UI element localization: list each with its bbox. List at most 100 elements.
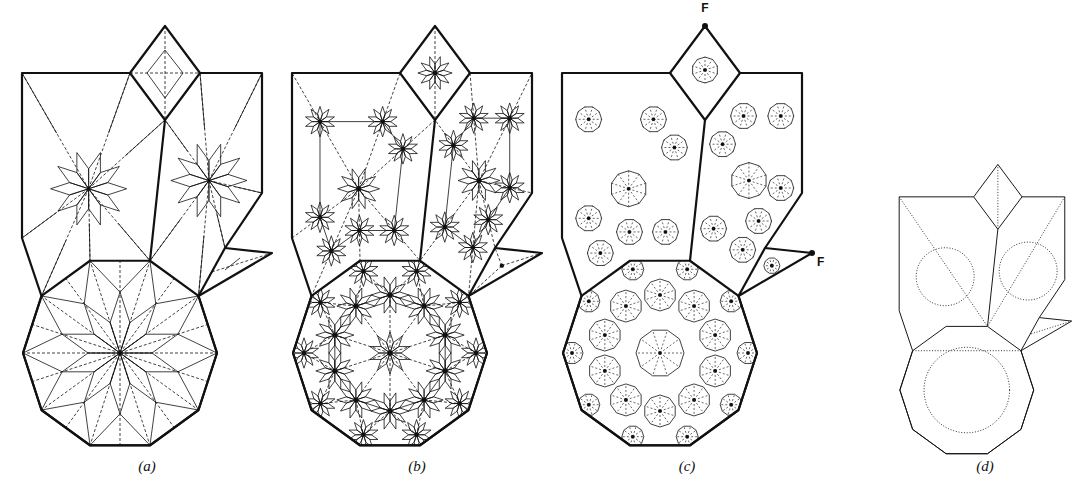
vertex-dot (692, 304, 696, 308)
dashed-line (733, 116, 744, 124)
rhomb-tile (453, 133, 462, 145)
dashed-line (605, 371, 614, 384)
dashed-line (629, 231, 642, 232)
dashed-line (649, 107, 653, 119)
dashed-line (660, 282, 669, 295)
dashed-line (359, 73, 400, 189)
dashed-line (120, 353, 174, 428)
outline-edge (150, 120, 165, 261)
vertex-dot (587, 299, 591, 303)
rhomb-tile (414, 271, 419, 286)
dashed-line (390, 400, 424, 435)
dashed-line (653, 353, 660, 376)
rhomb-tile (23, 353, 62, 410)
rhomb-tile (77, 189, 89, 225)
rhomb-tile (329, 317, 335, 335)
rhomb-tile (354, 271, 363, 283)
dashed-line (715, 335, 724, 348)
small-decagon (768, 176, 794, 201)
rhomb-tile (335, 332, 354, 338)
rhomb-tile (320, 213, 334, 218)
rhomb-tile (335, 371, 341, 389)
dashed-line (626, 293, 635, 306)
dashed-line (665, 231, 678, 232)
small-decagon (710, 132, 736, 157)
rhomb-tile (501, 188, 510, 200)
dashed-line (660, 398, 669, 411)
small-decagon (576, 206, 602, 231)
dashed-line (651, 295, 660, 308)
dashed-line (714, 221, 725, 229)
dashed-line (660, 411, 675, 416)
vertex-dot (624, 398, 628, 402)
dashed-line (715, 371, 730, 376)
rhomb-tile (318, 217, 323, 232)
dashed-line (660, 339, 679, 353)
dashed-line (660, 406, 675, 411)
rhomb-tile (435, 73, 440, 89)
rhomb-tile (394, 226, 408, 231)
dashed-line (653, 330, 660, 353)
panel-label: (b) (407, 458, 427, 475)
dashed-line (661, 147, 674, 148)
rhomb-tile (118, 223, 150, 260)
dashed-line (740, 116, 744, 128)
rhomb-tile (474, 220, 488, 225)
dashed-line (706, 358, 715, 371)
dashed-line (685, 400, 694, 413)
vertex-dot (474, 351, 478, 355)
rhomb-tile (388, 144, 402, 149)
dashed-line (694, 290, 695, 306)
rhomb-tile (426, 332, 445, 338)
dashed-line (744, 108, 755, 116)
rhomb-tile (349, 271, 363, 276)
vertex-dot (692, 398, 696, 402)
dashed-line (390, 353, 391, 411)
rhomb-tile (403, 149, 417, 154)
dashed-line (768, 116, 781, 117)
dashed-line (629, 232, 633, 244)
dashed-line (715, 319, 716, 335)
rhomb-tile (430, 73, 435, 89)
dashed-line (617, 306, 626, 319)
dashed-line (605, 335, 620, 340)
rhomb-tile (311, 217, 320, 229)
vertex-dot (631, 268, 635, 272)
dashed-line (479, 73, 532, 181)
dashed-line (652, 231, 665, 232)
dashed-line (655, 232, 666, 240)
rhomb-tile (368, 122, 382, 127)
rhomb-tile (331, 251, 345, 256)
dashed-line (661, 232, 665, 244)
dashed-line (629, 220, 633, 232)
rhomb-tile (488, 215, 502, 220)
tile-region (418, 26, 452, 120)
rhomb-tile (304, 353, 318, 358)
dashed-line (715, 371, 724, 384)
dashed-line (694, 387, 703, 400)
rhomb-tile (361, 435, 366, 450)
dashed-line (705, 70, 713, 81)
dashed-line (590, 335, 605, 340)
dashed-line (424, 302, 459, 335)
dashed-line (22, 73, 89, 189)
rhomb-tile (495, 113, 509, 118)
tile-region (701, 104, 794, 263)
rhomb-tile (341, 295, 356, 306)
small-decagon (622, 259, 644, 280)
rhomb-tile (234, 187, 262, 193)
dashed-line (694, 306, 703, 319)
dashed-line (32, 324, 120, 353)
dashed-line (89, 189, 90, 261)
rhomb-tile (200, 73, 205, 129)
dashed-line (710, 229, 714, 241)
dashed-line (292, 189, 359, 238)
outline-edge (988, 229, 998, 326)
dashed-line (585, 119, 589, 131)
outline-edge (974, 197, 1022, 229)
outline-edge (22, 26, 272, 445)
rhomb-tile (320, 391, 329, 403)
dashed-line (731, 116, 744, 117)
dashed-line (611, 306, 626, 311)
small-decagon (676, 426, 698, 447)
